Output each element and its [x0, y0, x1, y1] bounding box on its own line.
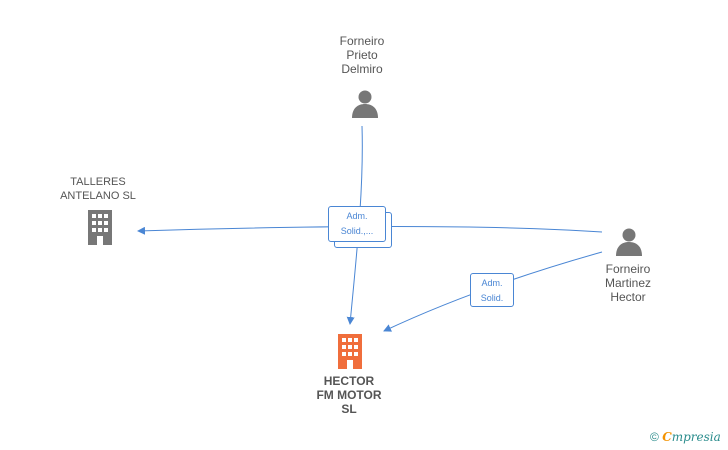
role-box-center[interactable]: Adm. Solid.,...: [328, 206, 386, 242]
person-delmiro-line-2: Prieto: [346, 48, 378, 62]
person-delmiro-line-3: Delmiro: [341, 62, 383, 76]
company-talleres-label[interactable]: TALLERES ANTELANO SL: [48, 175, 148, 203]
person-icon[interactable]: [614, 226, 644, 256]
role-right-line-2: Solid.: [480, 293, 504, 303]
building-icon[interactable]: [84, 209, 116, 245]
person-hector-line-3: Hector: [610, 290, 646, 304]
building-icon[interactable]: [334, 333, 366, 369]
person-delmiro-label[interactable]: Forneiro Prieto Delmiro: [322, 34, 402, 76]
role-right-line-1: Adm.: [481, 278, 503, 288]
person-hector-line-2: Martinez: [604, 276, 651, 290]
main-company-label[interactable]: HECTOR FM MOTOR SL: [300, 374, 398, 416]
role-center-line-2: Solid.,...: [340, 226, 374, 236]
brand-initial: C: [662, 430, 672, 444]
person-icon[interactable]: [350, 88, 380, 118]
role-center-line-1: Adm.: [346, 211, 368, 221]
person-hector-label[interactable]: Forneiro Martinez Hector: [588, 262, 668, 304]
role-box-right[interactable]: Adm. Solid.: [470, 273, 514, 307]
company-talleres-line-2: ANTELANO SL: [60, 190, 136, 202]
person-delmiro-line-1: Forneiro: [339, 34, 385, 48]
main-company-line-1: HECTOR: [323, 374, 375, 388]
brand-name: mpresia: [671, 430, 721, 444]
copyright-symbol: ©: [650, 430, 659, 444]
main-company-line-2: FM MOTOR: [316, 388, 382, 402]
person-hector-line-1: Forneiro: [605, 262, 651, 276]
company-talleres-line-1: TALLERES: [70, 176, 126, 188]
main-company-line-3: SL: [341, 402, 357, 416]
empresia-brand[interactable]: © Cmpresia: [650, 430, 721, 444]
